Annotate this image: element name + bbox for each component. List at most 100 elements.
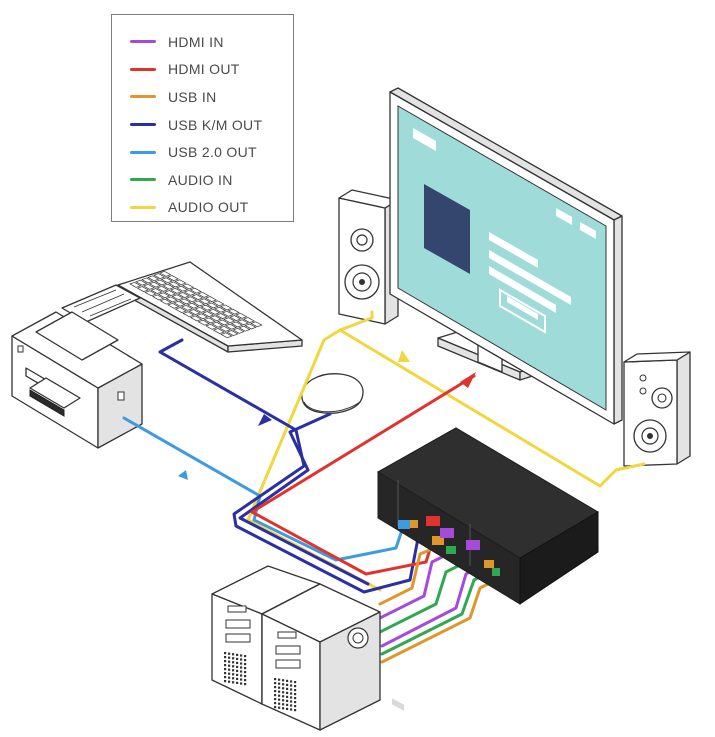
vent-hole bbox=[244, 675, 247, 678]
vent-hole bbox=[290, 700, 293, 703]
kvm-switch-icon bbox=[377, 427, 599, 711]
keyboard-key bbox=[189, 287, 202, 294]
vent-hole bbox=[240, 654, 243, 657]
vent-hole bbox=[236, 673, 239, 676]
vent-hole bbox=[294, 697, 297, 700]
vent-hole bbox=[236, 657, 239, 660]
keyboard-key bbox=[213, 306, 227, 313]
vent-hole bbox=[286, 703, 289, 706]
keyboard-key bbox=[204, 296, 218, 302]
vent-hole bbox=[294, 705, 297, 708]
vent-hole bbox=[224, 664, 227, 667]
keyboard-key bbox=[217, 319, 230, 326]
keyboard-key bbox=[235, 312, 248, 319]
vent-hole bbox=[282, 691, 285, 694]
vent-hole bbox=[274, 690, 277, 693]
vent-hole bbox=[290, 684, 293, 687]
keyboard-key bbox=[218, 325, 232, 332]
vent-hole bbox=[232, 673, 235, 676]
keyboard-key bbox=[171, 294, 184, 301]
vent-hole bbox=[224, 652, 227, 655]
vent-hole bbox=[278, 698, 281, 701]
keyboard-key bbox=[188, 309, 201, 315]
vent-hole bbox=[236, 669, 239, 672]
legend-swatch bbox=[130, 95, 156, 99]
keyboard-icon bbox=[117, 261, 303, 353]
keyboard-key bbox=[183, 289, 196, 296]
keyboard-key bbox=[229, 315, 242, 321]
legend-label: USB IN bbox=[168, 88, 217, 105]
keyboard-key bbox=[144, 290, 157, 297]
vent-hole bbox=[290, 680, 293, 683]
vent-hole bbox=[294, 689, 297, 692]
keyboard-key bbox=[223, 317, 236, 324]
keyboard-key bbox=[168, 281, 181, 288]
vent-hole bbox=[286, 691, 289, 694]
vent-hole bbox=[278, 686, 281, 689]
legend-item-usb-20-out: USB 2.0 OUT bbox=[130, 138, 293, 166]
keyboard-key bbox=[154, 279, 168, 286]
vent-hole bbox=[274, 706, 277, 709]
vent-hole bbox=[286, 695, 289, 698]
keyboard-key bbox=[175, 285, 189, 292]
vent-hole bbox=[274, 694, 277, 697]
keyboard-key bbox=[174, 307, 188, 313]
legend-swatch bbox=[130, 67, 156, 71]
keyboard-key bbox=[227, 308, 240, 315]
vent-hole bbox=[282, 679, 285, 682]
keyboard-key bbox=[142, 283, 156, 290]
vent-hole bbox=[244, 679, 247, 682]
vent-hole bbox=[282, 703, 285, 706]
vent-hole bbox=[286, 683, 289, 686]
vent-hole bbox=[224, 656, 227, 659]
speaker-right-icon bbox=[623, 351, 691, 467]
vent-hole bbox=[282, 683, 285, 686]
vent-hole bbox=[224, 676, 227, 679]
legend-item-hdmi-out: HDMI OUT bbox=[130, 56, 293, 84]
vent-hole bbox=[278, 678, 281, 681]
keyboard-key bbox=[150, 288, 163, 294]
vent-hole bbox=[228, 676, 231, 679]
keyboard-key bbox=[207, 308, 221, 315]
vent-hole bbox=[278, 682, 281, 685]
keyboard-key bbox=[197, 319, 210, 326]
vent-hole bbox=[282, 687, 285, 690]
keyboard-key bbox=[135, 279, 148, 286]
vent-hole bbox=[236, 653, 239, 656]
vent-hole bbox=[286, 707, 289, 710]
keyboard-key bbox=[177, 292, 190, 298]
keyboard-key bbox=[147, 275, 160, 282]
keyboard-key bbox=[191, 294, 204, 300]
legend-swatch bbox=[130, 178, 156, 182]
vent-hole bbox=[290, 688, 293, 691]
keyboard-key bbox=[159, 298, 172, 305]
vent-hole bbox=[294, 701, 297, 704]
vent-hole bbox=[278, 702, 281, 705]
legend-label: USB K/M OUT bbox=[168, 116, 263, 133]
vent-hole bbox=[240, 674, 243, 677]
keyboard-key bbox=[203, 317, 216, 324]
vent-hole bbox=[290, 696, 293, 699]
vent-hole bbox=[240, 662, 243, 665]
keyboard-key bbox=[198, 298, 212, 305]
vent-hole bbox=[274, 686, 277, 689]
keyboard-key bbox=[167, 302, 180, 309]
vent-hole bbox=[232, 677, 235, 680]
keyboard-key bbox=[220, 332, 233, 339]
keyboard-key bbox=[181, 283, 195, 290]
keyboard-key bbox=[160, 277, 174, 284]
keyboard-key bbox=[195, 313, 209, 320]
keyboard-key bbox=[174, 279, 187, 286]
vent-hole bbox=[290, 708, 293, 711]
vent-hole bbox=[244, 655, 247, 658]
printer-icon bbox=[11, 284, 143, 449]
keyboard-key bbox=[148, 281, 162, 288]
legend-swatch bbox=[130, 150, 156, 154]
keyboard-key bbox=[129, 281, 142, 288]
vent-hole bbox=[236, 661, 239, 664]
vent-hole bbox=[232, 657, 235, 660]
vent-hole bbox=[228, 660, 231, 663]
keyboard-key bbox=[182, 311, 195, 318]
vent-hole bbox=[232, 661, 235, 664]
vent-hole bbox=[290, 692, 293, 695]
